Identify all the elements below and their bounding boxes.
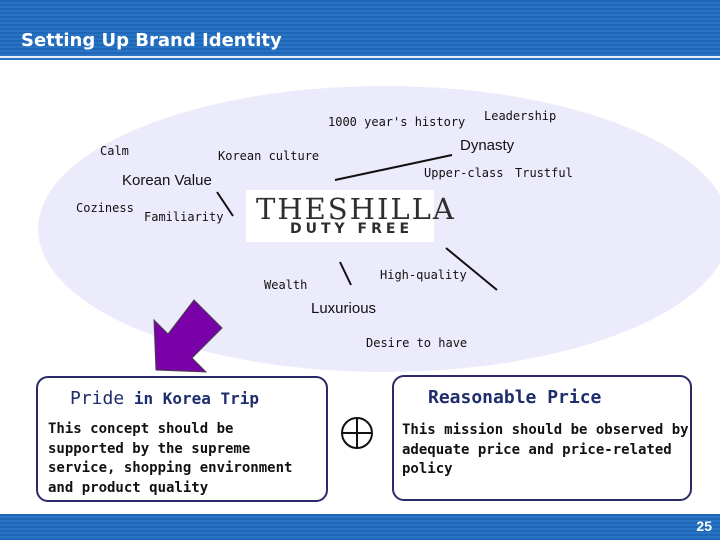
- line-to-korean-value: [216, 191, 234, 217]
- line-to-dynasty: [334, 154, 453, 181]
- price-box: Reasonable Price This mission should be …: [392, 375, 692, 501]
- pride-title-bold: Pride: [70, 388, 125, 409]
- pride-box: Pride in Korea Trip This concept should …: [36, 376, 328, 502]
- footer-bar: 25: [0, 514, 720, 540]
- line-to-luxurious: [445, 247, 498, 291]
- logo-tagline: DUTY FREE: [290, 221, 414, 237]
- label-dynasty: Dynasty: [460, 137, 515, 154]
- label-trustful: Trustful: [515, 166, 573, 180]
- label-korean-value: Korean Value: [122, 172, 212, 189]
- down-left-arrow-icon: [153, 299, 223, 373]
- pride-line: This concept should be: [48, 421, 234, 437]
- label-luxurious: Luxurious: [311, 300, 377, 317]
- price-line: policy: [402, 461, 453, 477]
- shilla-logo: THESHILLA DUTY FREE: [246, 190, 454, 242]
- price-box-body: This mission should be observed by adequ…: [402, 421, 689, 480]
- label-leadership: Leadership: [484, 109, 557, 123]
- pride-line: supported by the supreme: [48, 440, 251, 457]
- label-desire-to-have: Desire to have: [366, 336, 468, 350]
- pride-box-body: This concept should be supported by the …: [48, 420, 292, 498]
- pride-title-rest: in Korea Trip: [124, 389, 260, 408]
- pride-line: and product quality: [48, 479, 209, 496]
- price-line: adequate price and price-related: [402, 441, 672, 458]
- label-coziness: Coziness: [76, 201, 134, 215]
- label-familiarity: Familiarity: [144, 210, 224, 224]
- title-bar: Setting Up Brand Identity: [0, 0, 720, 60]
- label-wealth: Wealth: [264, 278, 308, 292]
- label-calm: Calm: [100, 144, 129, 158]
- pride-box-title: Pride in Korea Trip: [70, 388, 259, 409]
- circle-plus-icon: [341, 417, 373, 449]
- line-to-wealth: [339, 261, 352, 286]
- logo-wordmark: THESHILLA: [256, 192, 456, 226]
- price-line: This mission should be observed by: [402, 422, 689, 438]
- label-upper-class: Upper-class: [424, 166, 504, 180]
- price-box-title: Reasonable Price: [428, 387, 602, 408]
- slide-title: Setting Up Brand Identity: [21, 30, 282, 51]
- label-high-quality: High-quality: [380, 268, 467, 282]
- page-number: 25: [696, 518, 712, 534]
- label-korean-culture: Korean culture: [218, 149, 320, 163]
- pride-line: service, shopping environment: [48, 460, 293, 476]
- title-underline: [0, 56, 720, 58]
- label-history: 1000 year's history: [328, 115, 466, 129]
